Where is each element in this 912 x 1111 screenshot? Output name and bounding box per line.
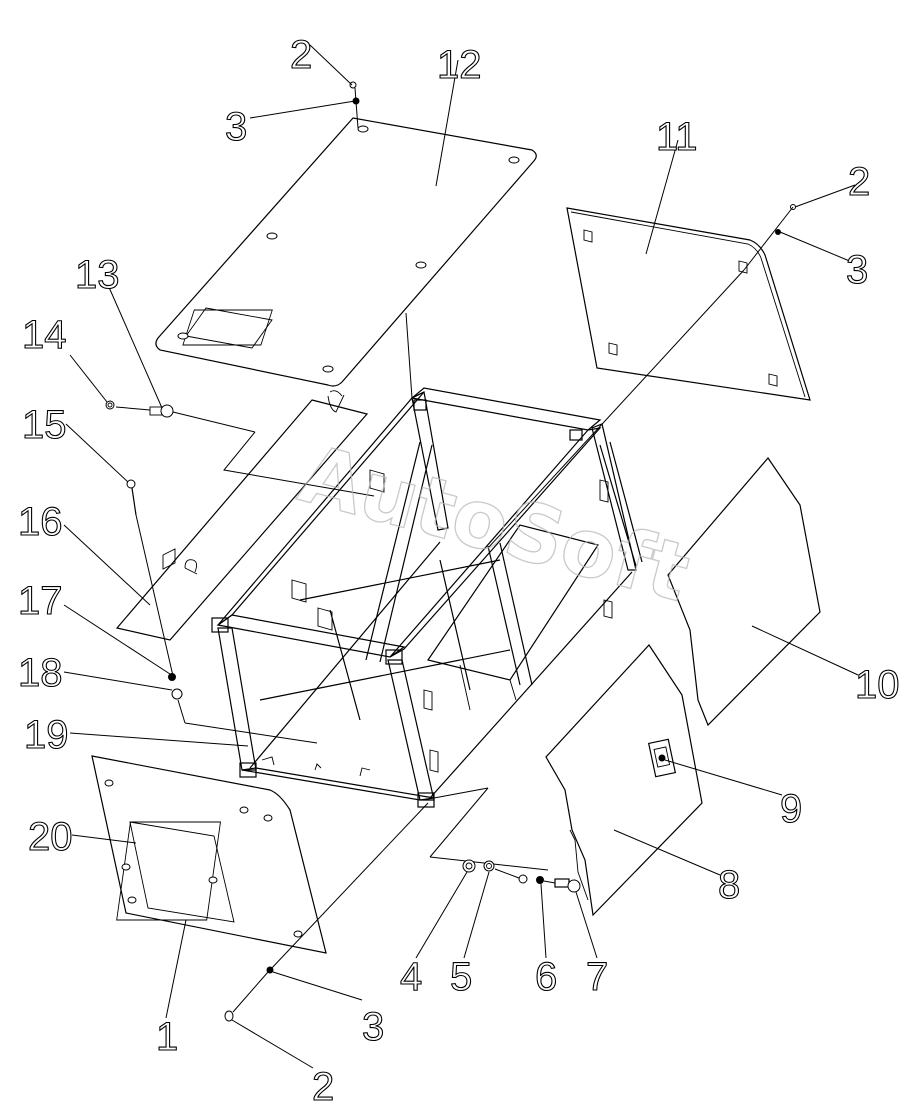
bottom-screw-and-washer bbox=[224, 966, 274, 1022]
callout-3-top: 3 bbox=[225, 105, 247, 149]
callout-2-top: 2 bbox=[290, 33, 312, 77]
main-frame bbox=[211, 312, 643, 871]
callout-labels: 2 12 3 11 2 3 13 14 15 16 17 18 19 10 9 … bbox=[17, 32, 900, 1109]
callout-20: 20 bbox=[28, 815, 73, 859]
callout-12: 12 bbox=[437, 43, 482, 87]
callout-2-right: 2 bbox=[848, 160, 870, 204]
callout-9: 9 bbox=[780, 787, 802, 831]
callout-13: 13 bbox=[75, 253, 120, 297]
top-cover-panel-12 bbox=[155, 117, 537, 387]
callout-18: 18 bbox=[18, 651, 63, 695]
callout-2-bottom: 2 bbox=[312, 1065, 334, 1109]
callout-8: 8 bbox=[718, 863, 740, 907]
callout-7: 7 bbox=[586, 955, 608, 999]
callout-4: 4 bbox=[400, 955, 422, 999]
top-screw-and-washer bbox=[349, 81, 360, 129]
left-bracket-assembly bbox=[105, 390, 375, 744]
front-panel-8 bbox=[545, 644, 703, 917]
leader-lines bbox=[63, 44, 859, 1069]
callout-16: 16 bbox=[18, 500, 63, 544]
callout-14: 14 bbox=[22, 313, 67, 357]
callout-3-right: 3 bbox=[846, 248, 868, 292]
callout-19: 19 bbox=[24, 713, 69, 757]
callout-15: 15 bbox=[22, 403, 67, 447]
callout-3-bottom: 3 bbox=[362, 1005, 384, 1049]
callout-11: 11 bbox=[656, 115, 698, 159]
callout-10: 10 bbox=[855, 663, 900, 707]
fastener-set-4-7 bbox=[462, 859, 581, 893]
back-panel-10 bbox=[667, 457, 821, 727]
callout-6: 6 bbox=[535, 955, 557, 999]
callout-17: 17 bbox=[18, 579, 63, 623]
callout-1: 1 bbox=[156, 1015, 178, 1059]
bottom-panel-20 bbox=[91, 755, 429, 971]
watermark: AutoSoft bbox=[291, 427, 699, 620]
callout-5: 5 bbox=[450, 955, 472, 999]
